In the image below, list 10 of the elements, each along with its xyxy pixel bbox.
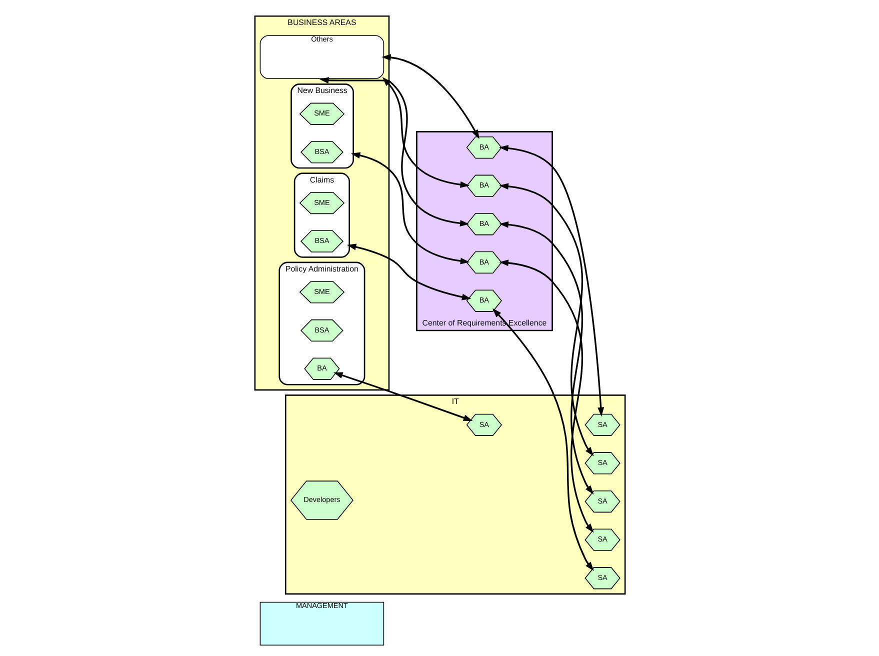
arrow: [498, 221, 594, 494]
arrow: [498, 183, 594, 456]
arrow: [498, 260, 594, 533]
arrow: [498, 144, 604, 417]
arrow: [332, 372, 472, 421]
node-box: MANAGEMENT: [259, 602, 384, 646]
arrow: [492, 308, 594, 572]
node-box: Others: [259, 35, 384, 79]
arrow: [350, 152, 470, 264]
arrow: [346, 244, 471, 300]
